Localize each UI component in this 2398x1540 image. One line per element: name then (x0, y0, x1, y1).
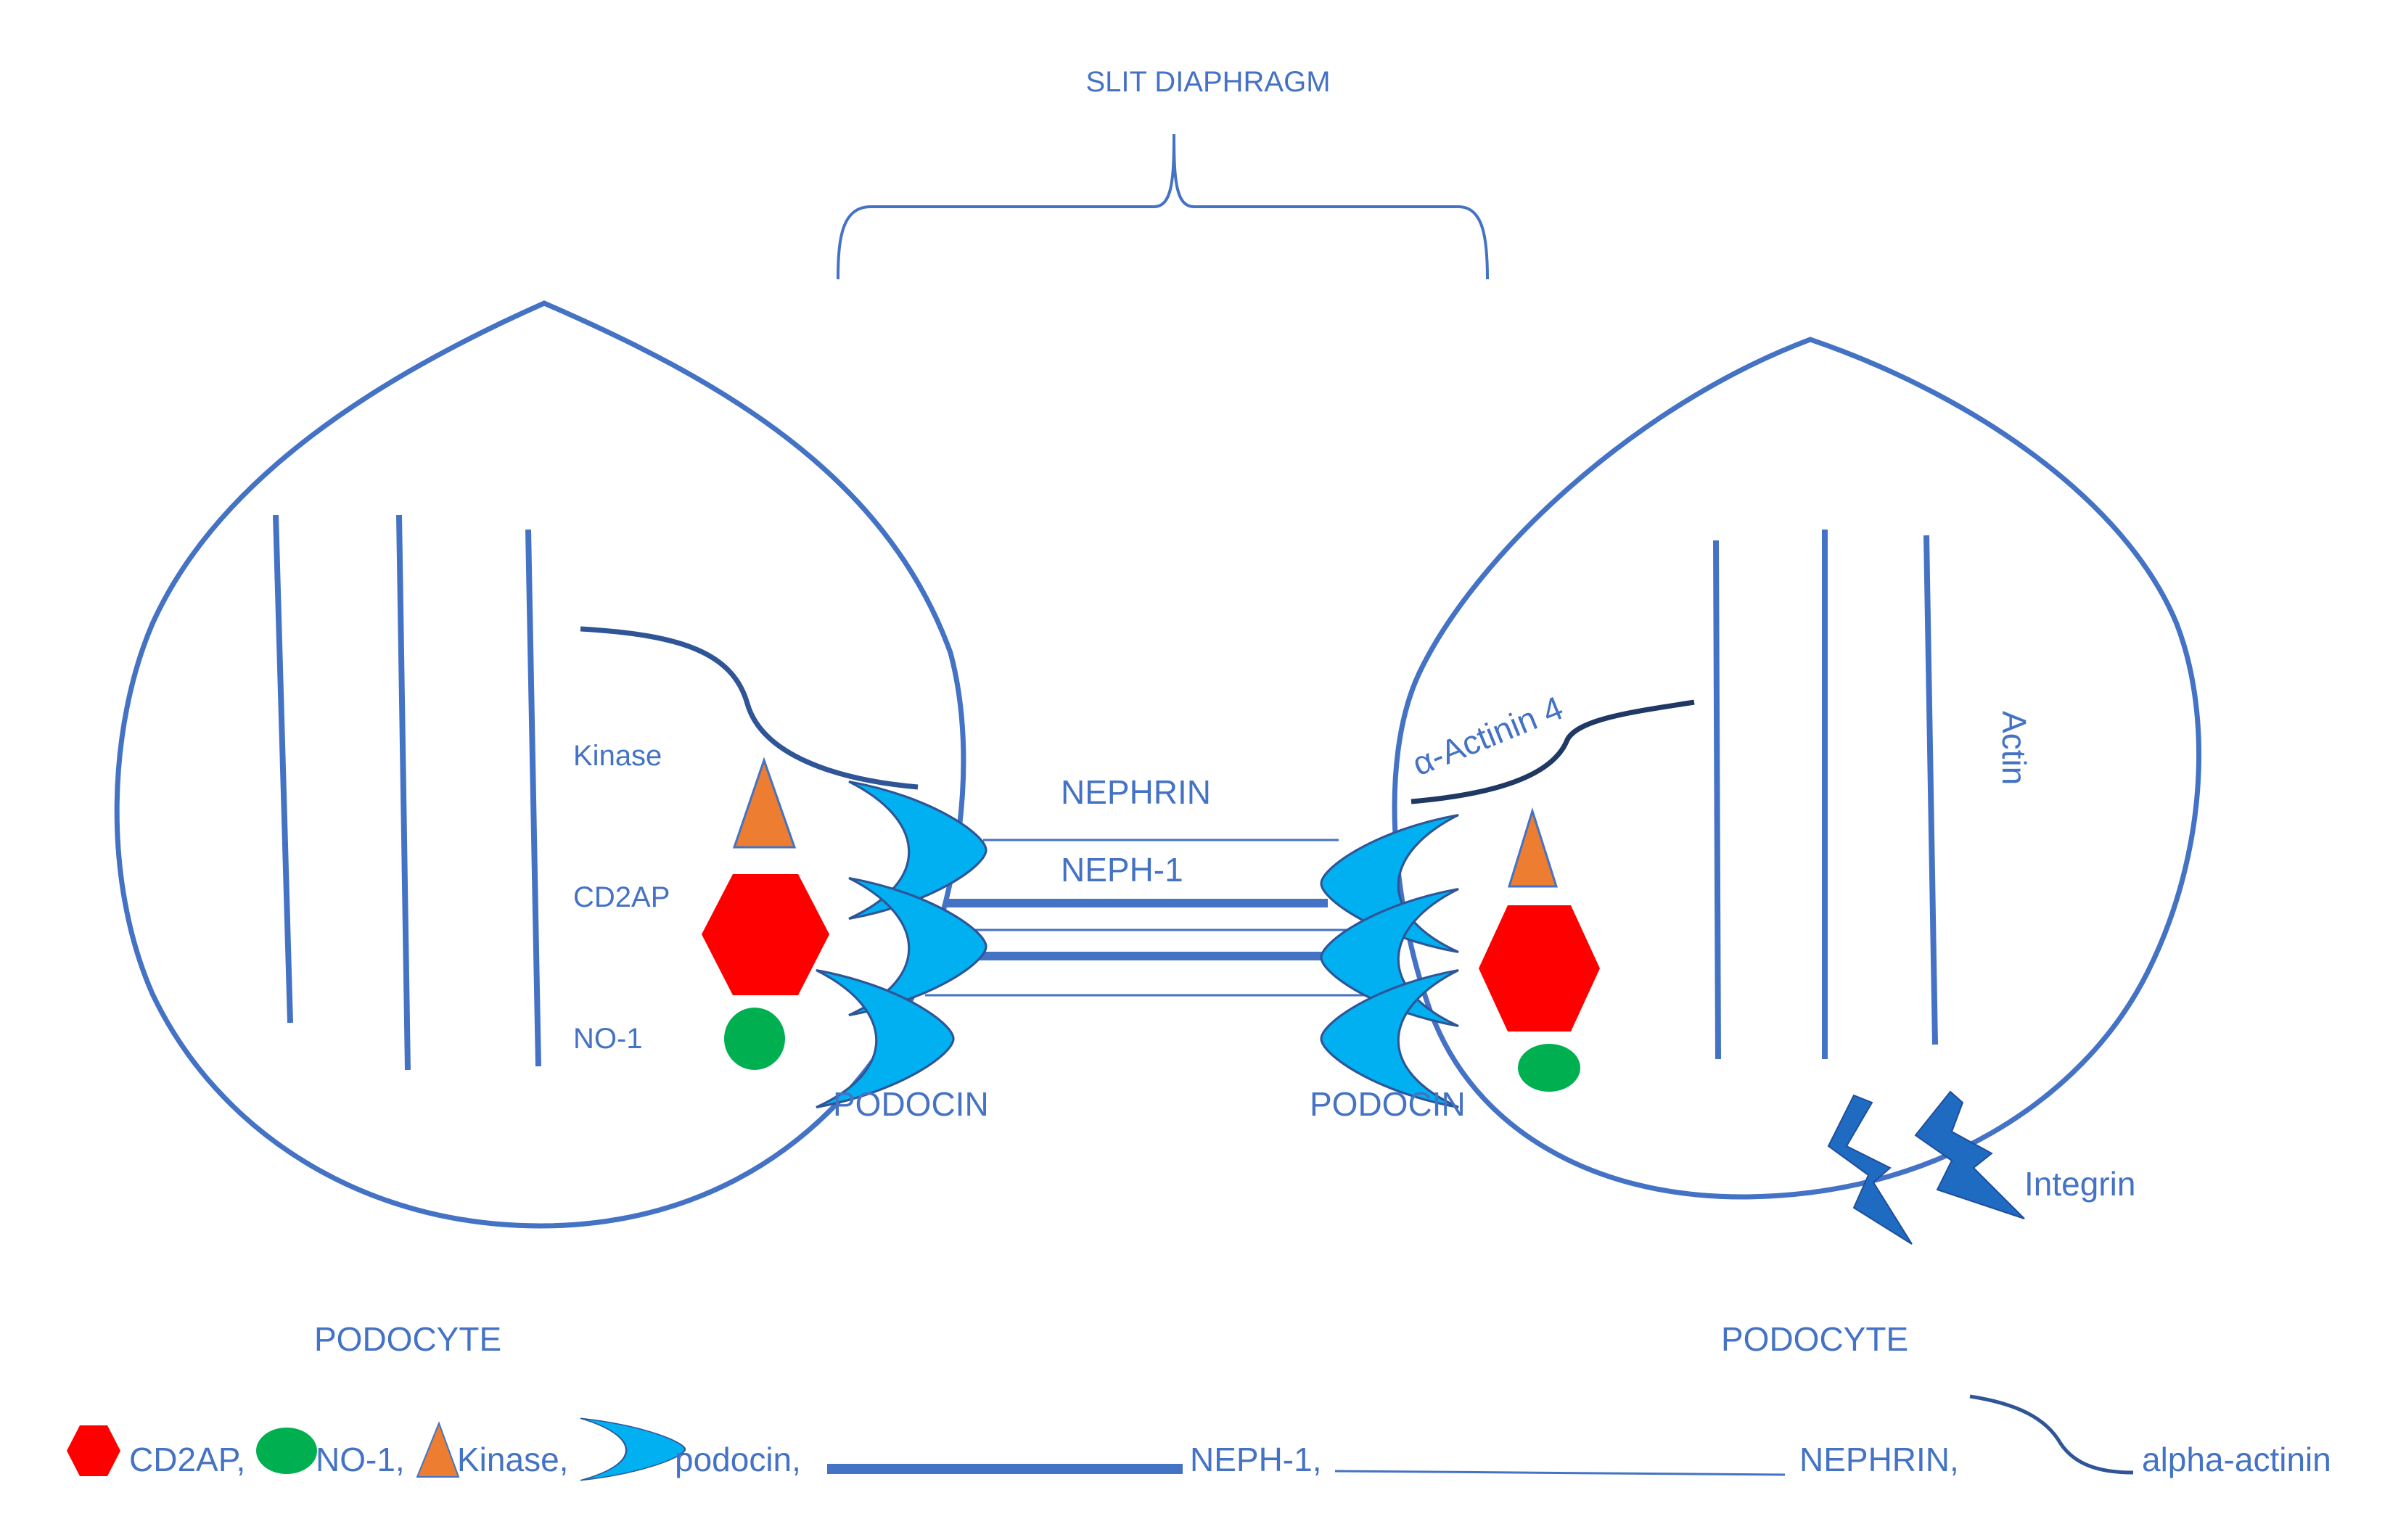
label-podocin-left: PODOCIN (833, 1085, 989, 1123)
slit-diaphragm-bracket (837, 133, 1489, 280)
left-alpha-actinin-4 (580, 626, 919, 790)
label-cd2ap: CD2AP (573, 881, 670, 913)
legend-no1-icon (256, 1428, 317, 1474)
integrin-icon-2 (1914, 1090, 2025, 1219)
integrin-icon-1 (1827, 1094, 1913, 1245)
label-integrin: Integrin (2024, 1165, 2135, 1203)
right-podocyte-outline (1392, 337, 2202, 1200)
label-nephrin: NEPHRIN (1061, 773, 1211, 811)
legend-kinase-label: Kinase, (457, 1441, 568, 1478)
left-actin-filament-3 (525, 529, 541, 1067)
legend-kinase-icon (416, 1421, 460, 1478)
right-actin-filament-3 (1923, 535, 1938, 1045)
label-no1: NO-1 (573, 1023, 643, 1055)
label-neph1: NEPH-1 (1061, 851, 1183, 889)
label-podocyte-left: PODOCYTE (314, 1320, 501, 1358)
legend-neph1-label: NEPH-1, (1190, 1441, 1321, 1478)
legend: CD2AP, NO-1, Kinase, podocin, NEPH-1, NE… (67, 1394, 2331, 1481)
legend-podocin-label: podocin, (675, 1441, 801, 1478)
label-podocin-right: PODOCIN (1310, 1085, 1466, 1123)
legend-nephrin-icon (1334, 1470, 1786, 1476)
left-kinase-triangle (732, 757, 797, 849)
label-kinase: Kinase (573, 740, 662, 772)
left-cd2ap-hexagon (702, 874, 829, 995)
legend-no1-label: NO-1, (316, 1441, 405, 1478)
left-actin-filament-2 (396, 514, 411, 1071)
legend-podocin-icon (579, 1417, 686, 1481)
right-no1-ellipse (1518, 1044, 1580, 1092)
right-kinase-triangle (1507, 807, 1559, 888)
legend-nephrin-label: NEPHRIN, (1799, 1441, 1959, 1478)
left-podocyte-outline (114, 300, 966, 1229)
left-actin-filament-1 (273, 514, 293, 1024)
right-cd2ap-hexagon (1479, 905, 1600, 1032)
diagram-title: SLIT DIAPHRAGM (1085, 66, 1330, 98)
label-actin: Actin (1995, 711, 2033, 785)
right-alpha-actinin-4 (1411, 699, 1695, 804)
right-actin-filament-1 (1713, 540, 1721, 1060)
legend-alpha-actinin-icon (1969, 1394, 2134, 1475)
legend-cd2ap-icon (67, 1425, 120, 1476)
legend-alpha-actinin-label: alpha-actinin (2142, 1441, 2331, 1478)
label-podocyte-right: PODOCYTE (1721, 1320, 1908, 1358)
left-no1-ellipse (724, 1008, 785, 1070)
legend-cd2ap-label: CD2AP, (129, 1441, 245, 1478)
